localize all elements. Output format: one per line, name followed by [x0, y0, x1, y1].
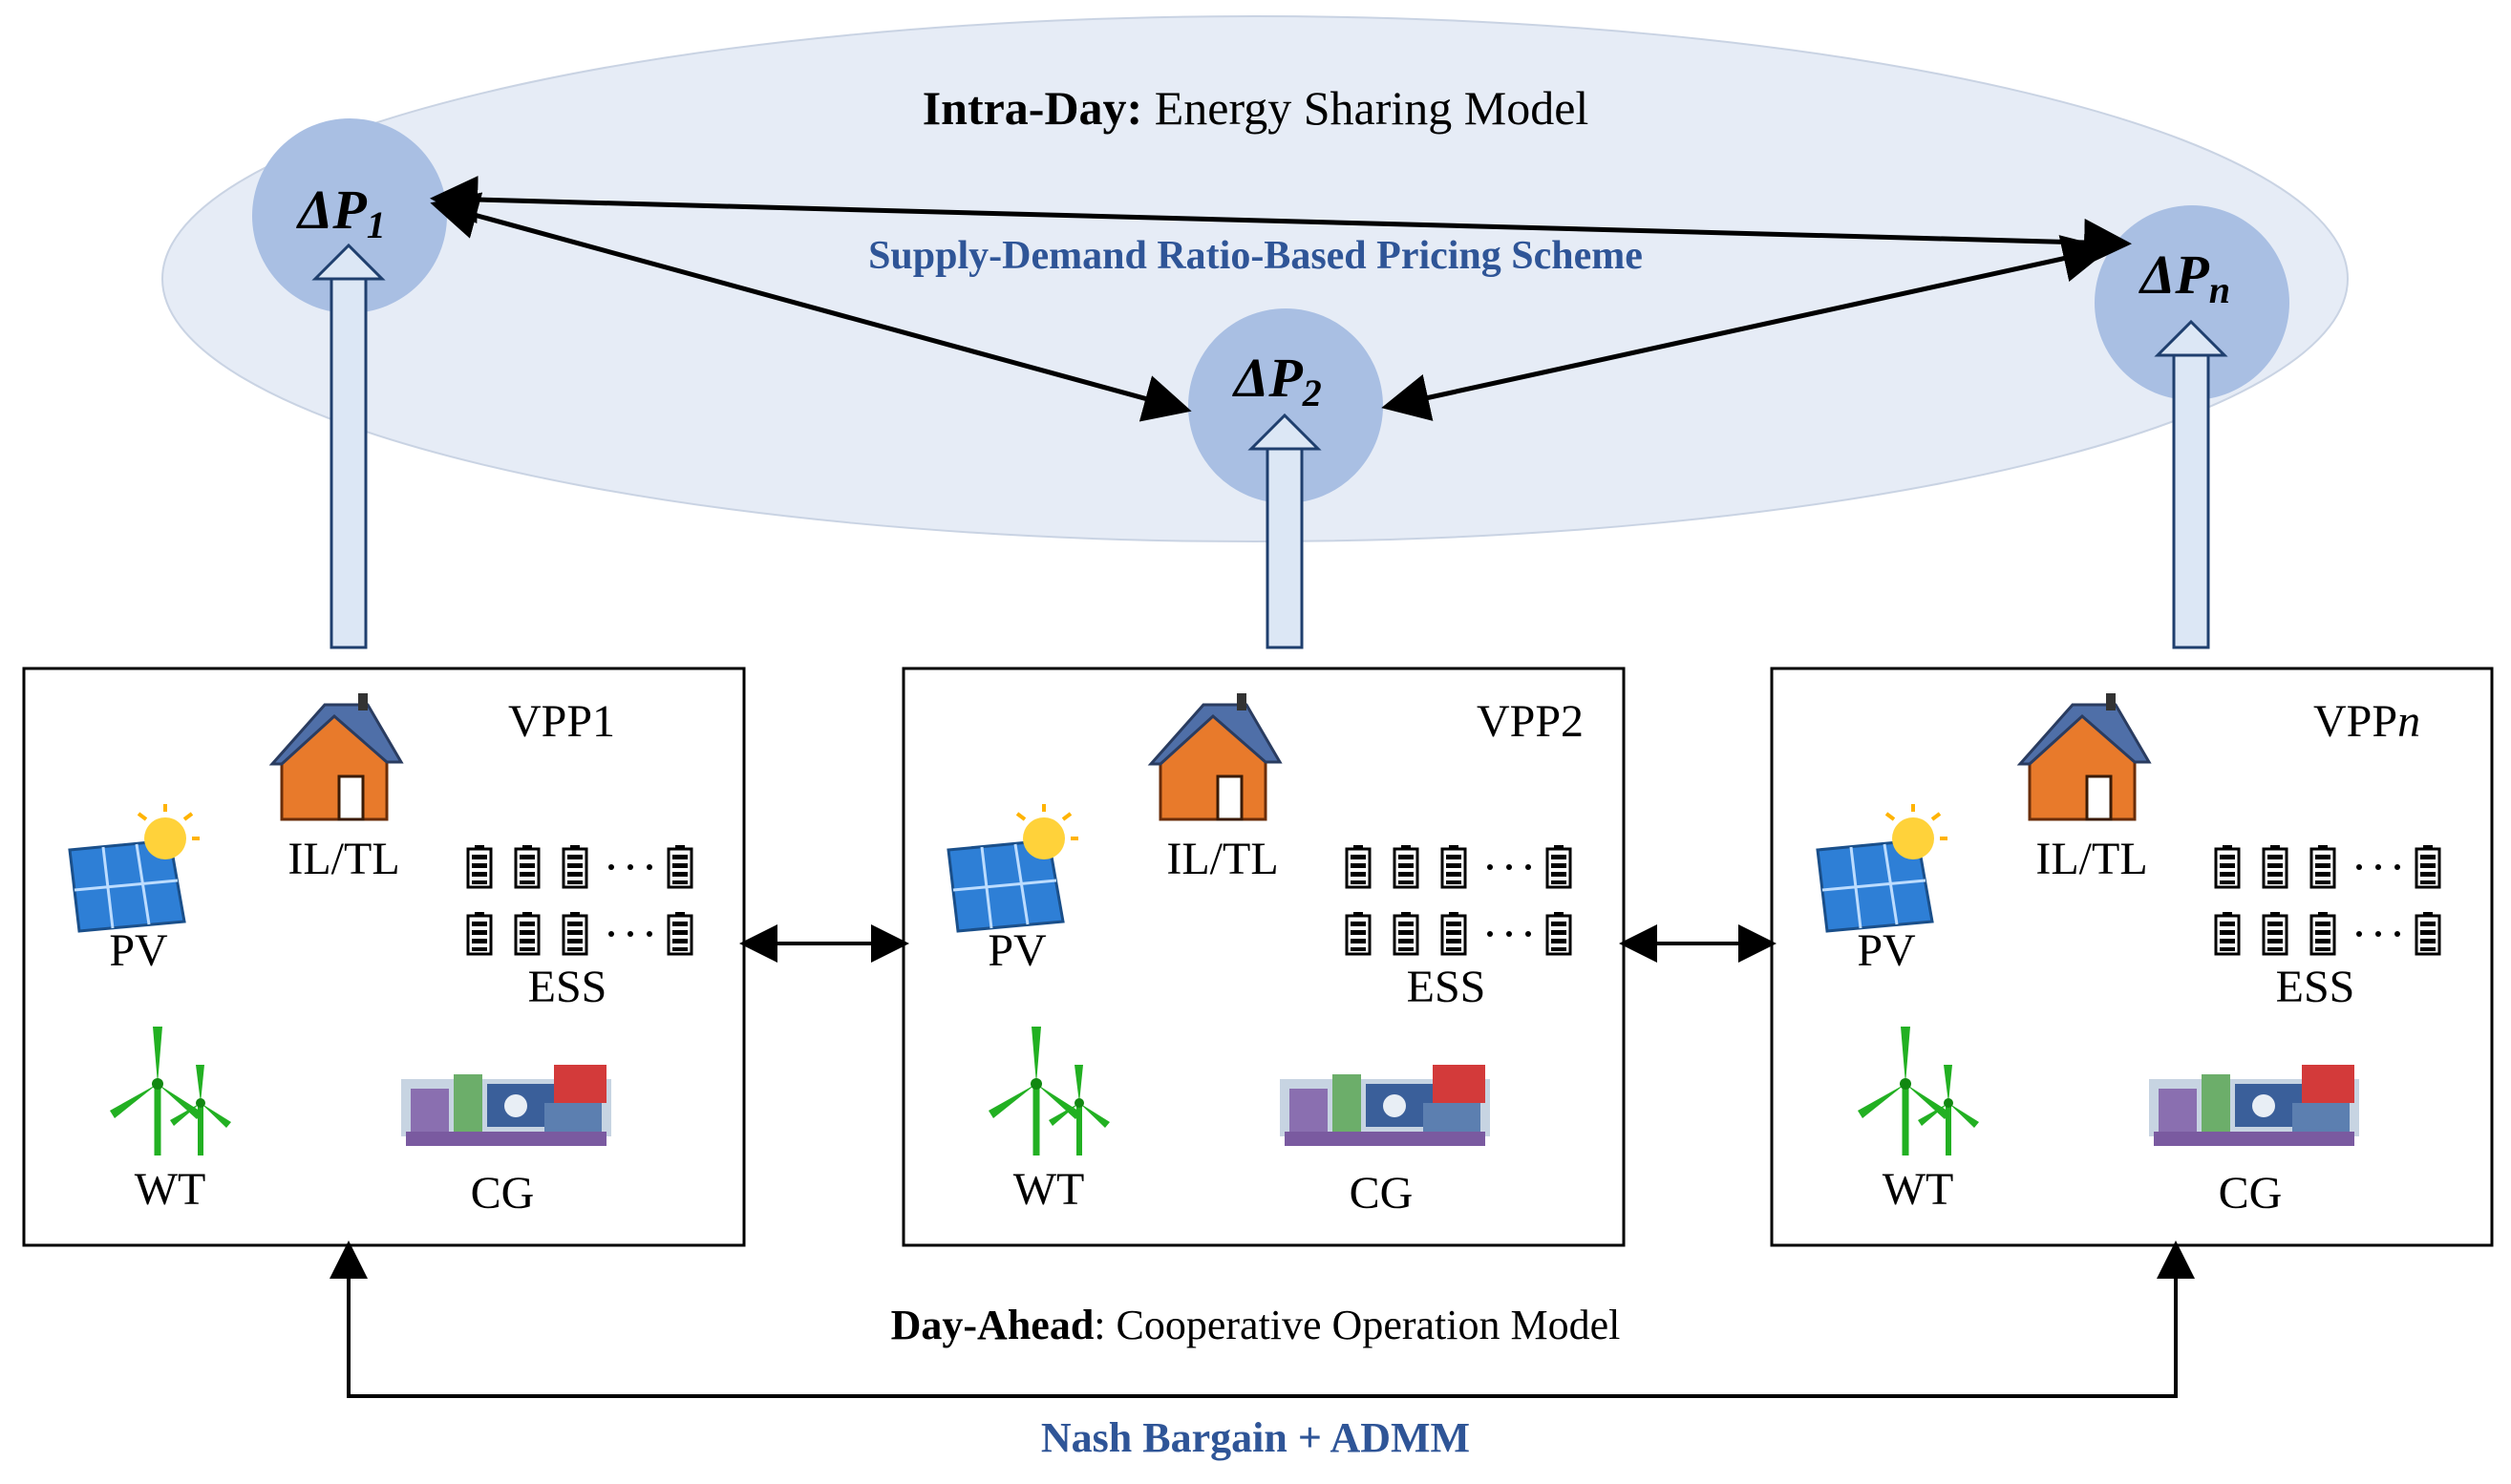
intra-day-model: Energy Sharing Model: [1154, 81, 1589, 135]
pricing-scheme-label: Supply-Demand Ratio-Based Pricing Scheme: [868, 234, 1643, 278]
vpp1-cg-label: CG: [470, 1168, 535, 1219]
day-ahead-model: : Cooperative Operation Model: [1094, 1302, 1621, 1348]
vppn-title: VPPn: [2313, 695, 2420, 748]
vpp1-il-label: IL/TL: [287, 834, 400, 884]
vppn-title-text: VPPn: [2313, 696, 2421, 747]
day-ahead-bracket: [330, 1240, 2195, 1398]
share-arrow-2-n: [1381, 235, 2111, 421]
node-dp1[interactable]: [252, 118, 447, 313]
dp-subscript: n: [2208, 268, 2231, 311]
vpp1-title: VPP1: [508, 696, 616, 747]
up-arrow-vppn: [2154, 319, 2228, 649]
dp-symbol: ΔP: [1234, 347, 1303, 409]
vppn-wt-label: WT: [1882, 1164, 1954, 1215]
vpp2-wt-label: WT: [1012, 1164, 1085, 1215]
node-dp2-label: ΔP2: [1234, 346, 1322, 415]
nash-admm-label: Nash Bargain + ADMM: [1040, 1414, 1471, 1461]
vpp2-pv-label: PV: [988, 925, 1047, 976]
node-dpn-label: ΔPn: [2140, 243, 2230, 312]
dp-subscript: 1: [366, 203, 386, 246]
dp-symbol: ΔP: [298, 179, 367, 241]
node-dpn[interactable]: [2095, 205, 2289, 400]
node-dp2[interactable]: [1188, 308, 1383, 503]
up-arrow-vpp1: [311, 243, 386, 649]
day-ahead-title: Day-Ahead: Cooperative Operation Model: [0, 1301, 2511, 1349]
day-ahead-prefix: Day-Ahead: [890, 1302, 1095, 1348]
vppn-cg-label: CG: [2218, 1168, 2283, 1219]
vpp2-cg-label: CG: [1349, 1168, 1414, 1219]
vpp2-il-label: IL/TL: [1166, 834, 1279, 884]
dp-symbol: ΔP: [2140, 244, 2209, 306]
vpp1-ess-label: ESS: [527, 962, 607, 1012]
vppn-il-label: IL/TL: [2035, 834, 2148, 884]
up-arrow-vpp2: [1247, 413, 1322, 649]
vpp2-ess-label: ESS: [1406, 962, 1486, 1012]
vpp1-pv-label: PV: [109, 925, 168, 976]
node-dp1-label: ΔP1: [298, 178, 386, 247]
vppn-pv-label: PV: [1857, 925, 1916, 976]
intra-day-title: Intra-Day: Energy Sharing Model: [0, 80, 2511, 136]
ess-ellipsis: [608, 864, 2400, 937]
share-arrow-1-2: [430, 192, 1192, 422]
dp-subscript: 2: [1302, 371, 1322, 414]
intra-day-prefix: Intra-Day:: [922, 81, 1143, 135]
vpp2-title: VPP2: [1477, 696, 1585, 747]
vpp1-wt-label: WT: [134, 1164, 206, 1215]
vppn-ess-label: ESS: [2275, 962, 2355, 1012]
